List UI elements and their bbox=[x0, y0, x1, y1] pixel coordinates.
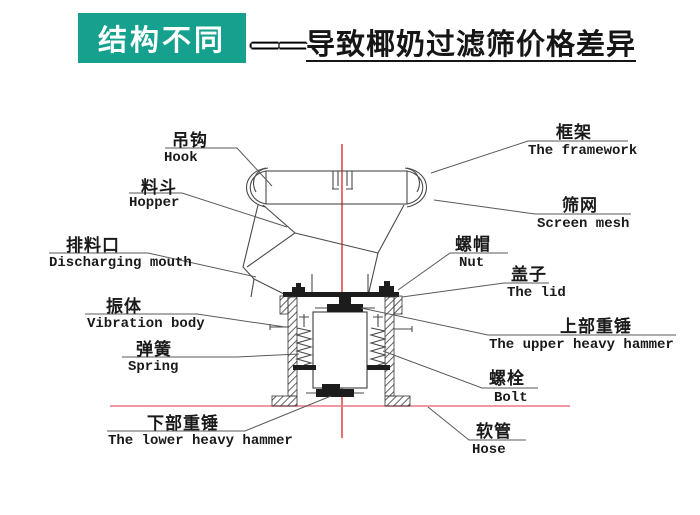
label-lower-zh: 下部重锤 bbox=[147, 414, 219, 434]
label-hook-en: Hook bbox=[164, 150, 198, 166]
wall-left bbox=[287, 296, 298, 397]
label-hopper-zh: 料斗 bbox=[141, 178, 177, 198]
vibration-motor bbox=[312, 311, 368, 389]
header-banner: 结构不同 ——导致椰奶过滤筛价格差异 bbox=[0, 0, 700, 75]
wall-right bbox=[384, 296, 395, 397]
label-hose-en: Hose bbox=[472, 442, 506, 458]
label-hook-zh: 吊钩 bbox=[172, 131, 208, 151]
badge-label: 结构不同 bbox=[97, 23, 226, 57]
label-upper-en: The upper heavy hammer bbox=[489, 337, 674, 353]
label-upper-zh: 上部重锤 bbox=[560, 317, 632, 337]
hook-left bbox=[253, 167, 269, 193]
foot-right bbox=[384, 395, 411, 407]
label-lower-en: The lower heavy hammer bbox=[108, 433, 293, 449]
label-bolt-zh: 螺栓 bbox=[489, 369, 525, 389]
leader-hose bbox=[427, 406, 526, 441]
leader-screen bbox=[433, 199, 631, 215]
leader-hopper bbox=[129, 192, 288, 228]
lid-bolt-right bbox=[379, 281, 394, 293]
label-lid-en: The lid bbox=[507, 285, 566, 301]
label-discharging-zh: 排料口 bbox=[66, 236, 120, 256]
leader-hook bbox=[165, 147, 273, 187]
leader-upper bbox=[360, 307, 676, 336]
leader-nut bbox=[397, 252, 508, 291]
leader-lid bbox=[401, 282, 549, 298]
post-right bbox=[393, 295, 403, 315]
label-nut-zh: 螺帽 bbox=[455, 235, 491, 255]
post-left bbox=[279, 295, 289, 315]
lid-bolt-left bbox=[292, 283, 305, 293]
headline-dash: —— bbox=[250, 27, 308, 62]
leader-lower bbox=[107, 395, 332, 432]
spring-left bbox=[293, 314, 316, 370]
spring-right bbox=[367, 314, 390, 370]
pin-right bbox=[394, 326, 413, 332]
leader-bolt bbox=[382, 350, 538, 389]
foot-left bbox=[271, 395, 298, 407]
upper-heavy-hammer-part bbox=[315, 297, 375, 312]
label-discharging-en: Discharging mouth bbox=[49, 255, 192, 271]
label-spring-zh: 弹簧 bbox=[136, 340, 172, 360]
vibration-body-outline bbox=[269, 281, 413, 407]
label-screen-en: Screen mesh bbox=[537, 216, 630, 232]
label-framework-en: The framework bbox=[528, 143, 638, 159]
leader-discharging bbox=[49, 252, 257, 278]
hopper-funnel bbox=[242, 204, 405, 298]
label-hopper-en: Hopper bbox=[129, 195, 180, 211]
label-vibration-zh: 振体 bbox=[106, 297, 142, 317]
label-lid-zh: 盖子 bbox=[511, 265, 547, 285]
leader-framework bbox=[430, 140, 628, 174]
leader-lines bbox=[49, 140, 676, 441]
leader-vibration bbox=[85, 313, 286, 328]
label-bolt-en: Bolt bbox=[494, 390, 528, 406]
label-hose-zh: 软管 bbox=[476, 422, 512, 442]
label-screen-zh: 筛网 bbox=[562, 196, 598, 216]
label-spring-en: Spring bbox=[128, 359, 179, 375]
lower-heavy-hammer-part bbox=[306, 384, 364, 397]
title-badge: 结构不同 bbox=[78, 13, 246, 63]
label-framework-zh: 框架 bbox=[556, 123, 592, 143]
leader-spring bbox=[122, 353, 300, 358]
hook-right bbox=[404, 167, 420, 193]
headline: ——导致椰奶过滤筛价格差异 bbox=[250, 21, 636, 63]
screen-frame bbox=[245, 167, 428, 208]
frame-notch bbox=[332, 171, 353, 190]
label-nut-en: Nut bbox=[459, 255, 485, 271]
headline-title: 导致椰奶过滤筛价格差异 bbox=[306, 27, 637, 61]
label-vibration-en: Vibration body bbox=[87, 316, 205, 332]
